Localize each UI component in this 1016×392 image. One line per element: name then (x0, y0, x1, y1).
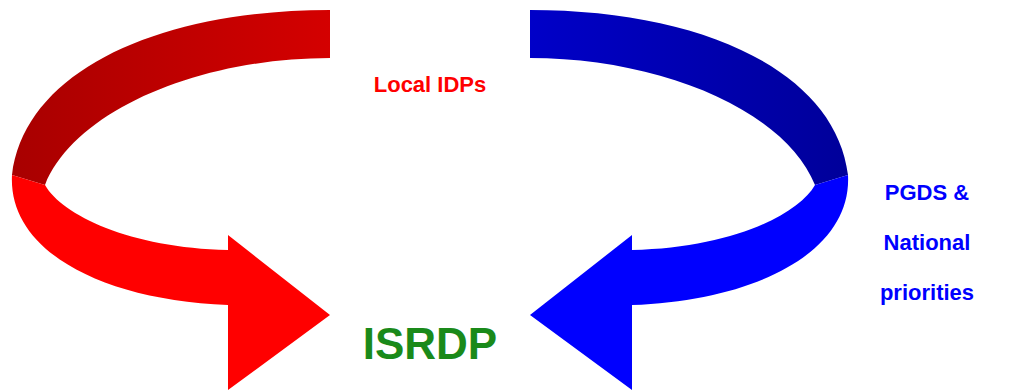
target-label: ISRDP (335, 318, 525, 370)
arrow-front-face (530, 175, 848, 390)
arrow-back-face (12, 10, 330, 185)
red-curved-arrow (12, 10, 330, 390)
source-label: PGDS & National priorities (867, 168, 987, 318)
source-label: Local IDPs (320, 70, 540, 100)
arrow-back-face (530, 10, 848, 185)
arrow-front-face (12, 175, 330, 390)
blue-curved-arrow (530, 10, 848, 390)
